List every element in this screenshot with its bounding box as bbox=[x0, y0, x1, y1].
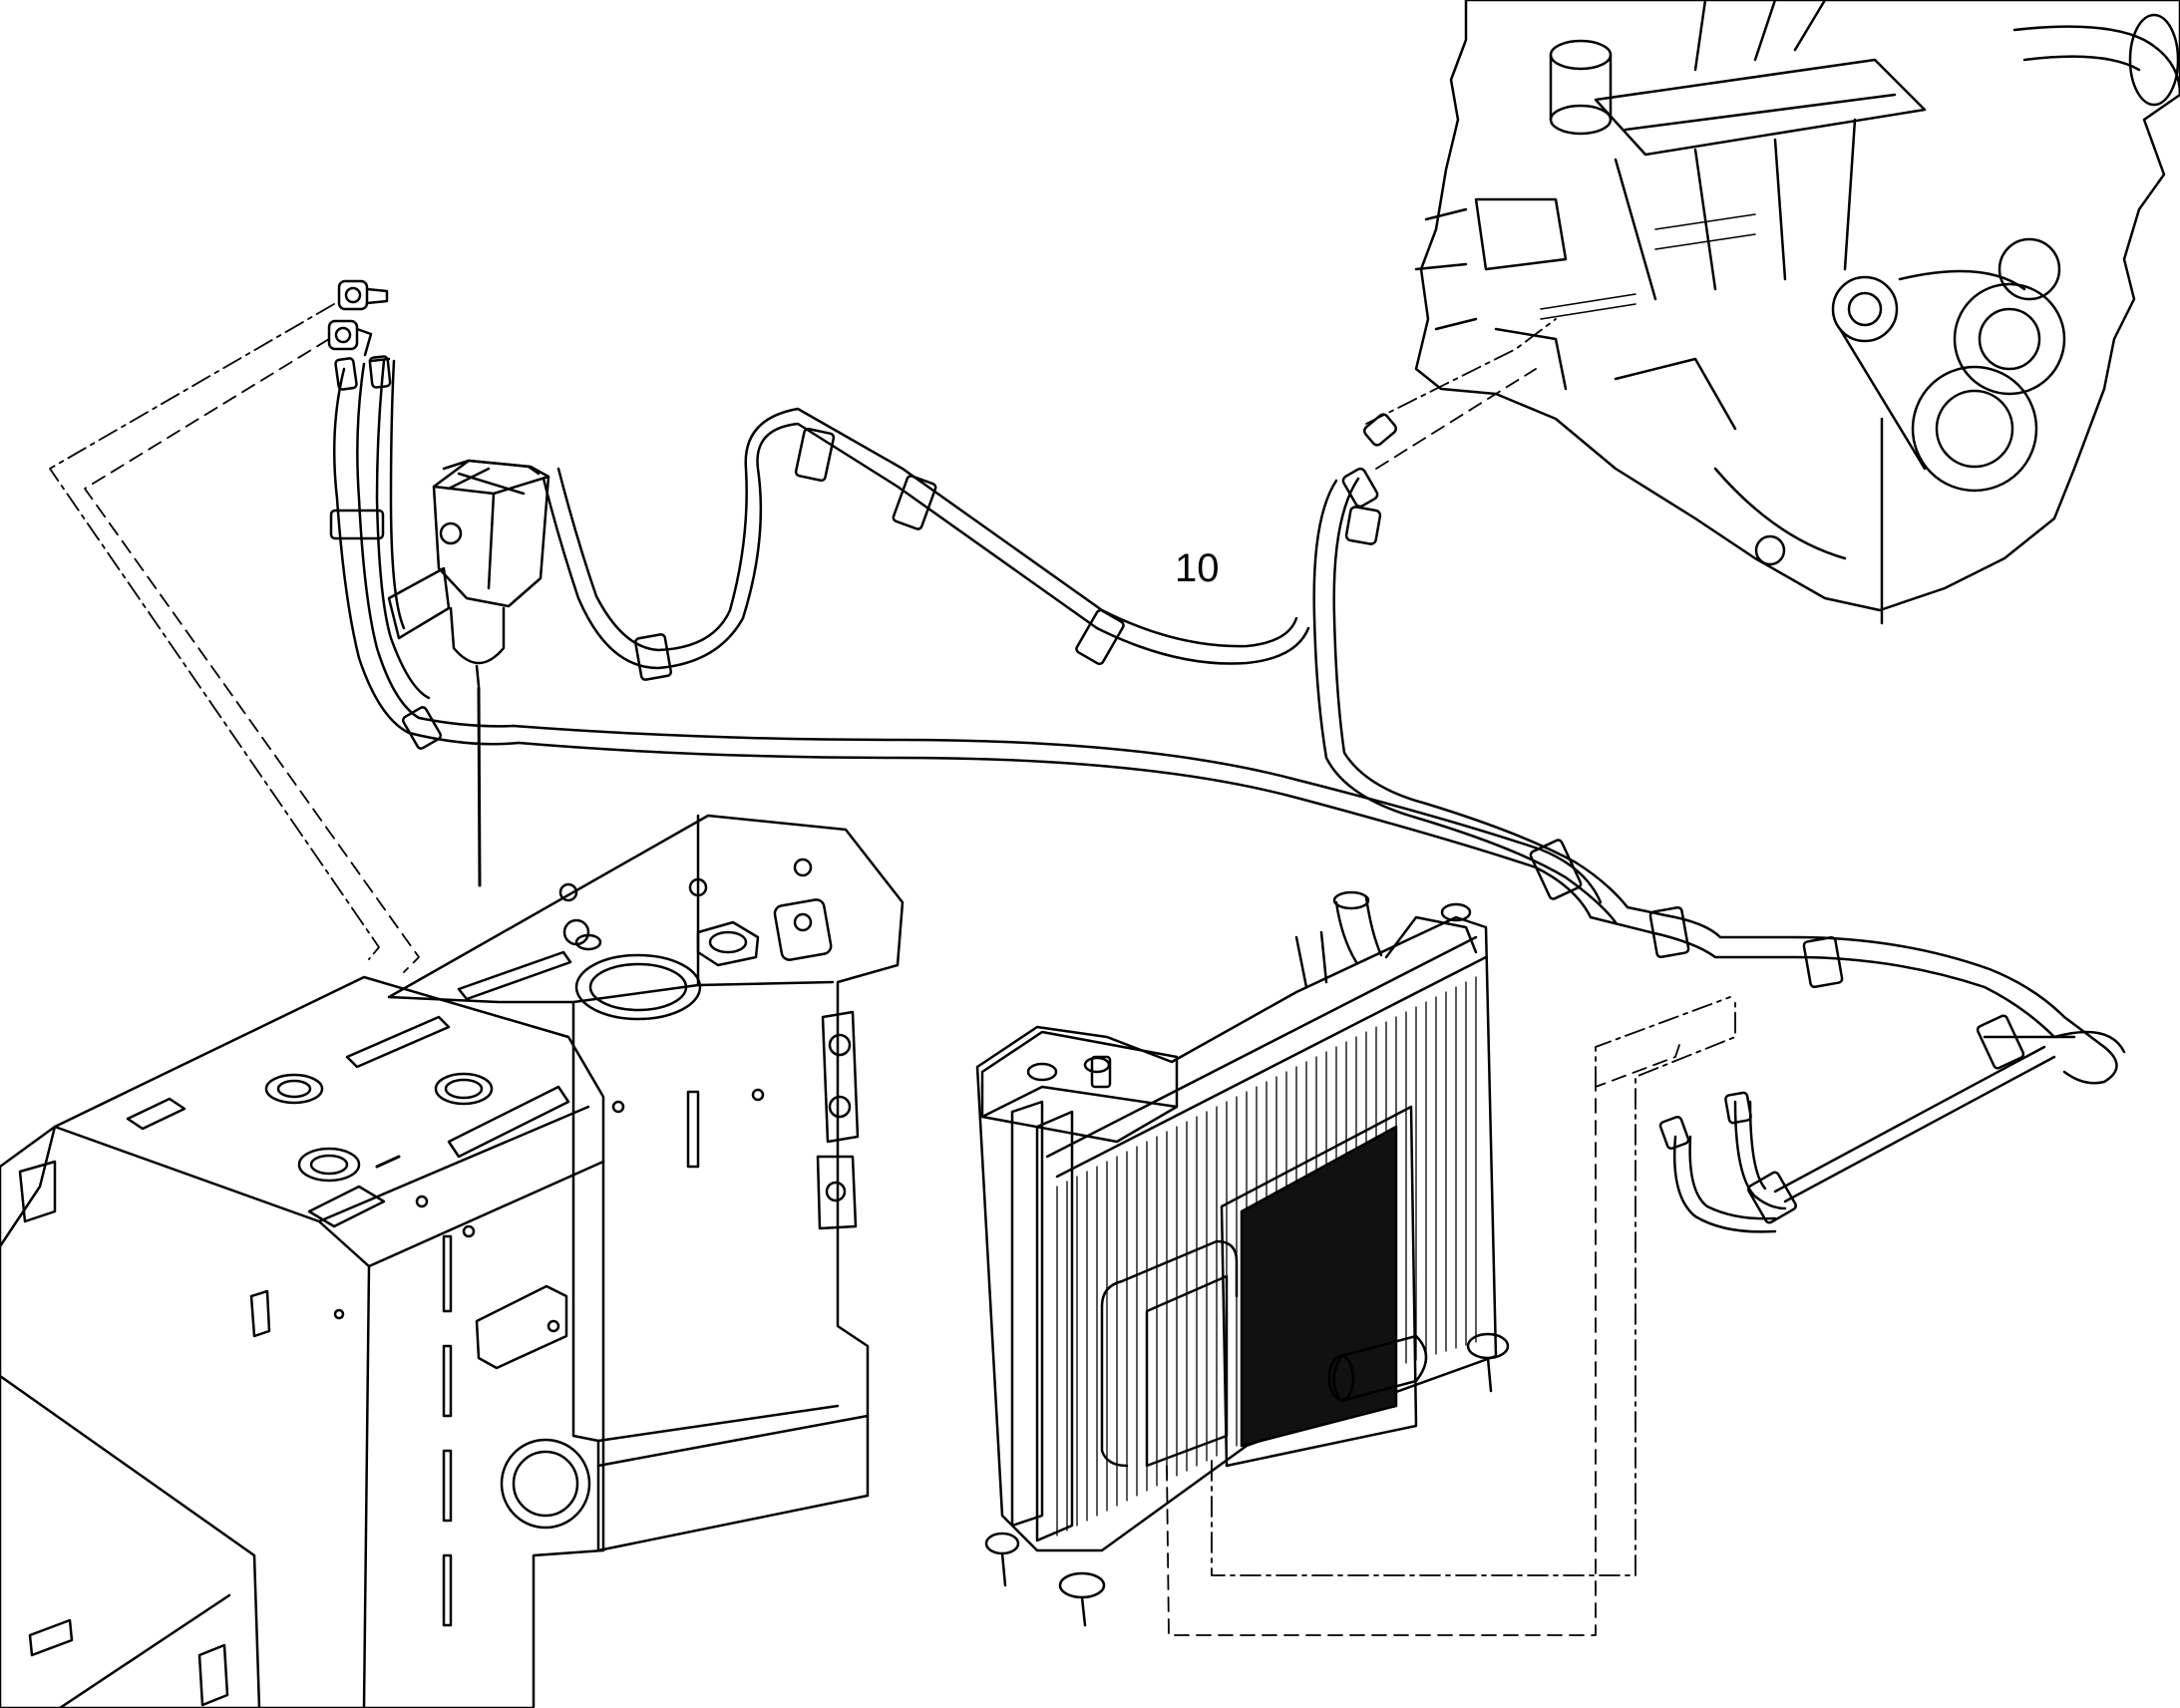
hose-assembly-icon bbox=[329, 355, 2126, 1233]
engine-icon bbox=[1414, 0, 2180, 625]
hose-fitting-icon bbox=[327, 279, 389, 357]
radiator-cooler-icon bbox=[975, 890, 1510, 1627]
fuel-filter-icon bbox=[387, 459, 550, 887]
hydraulic-tank-icon bbox=[0, 814, 905, 1708]
callout-label: 10 bbox=[1175, 546, 1220, 590]
leader-lines bbox=[49, 303, 1736, 1636]
